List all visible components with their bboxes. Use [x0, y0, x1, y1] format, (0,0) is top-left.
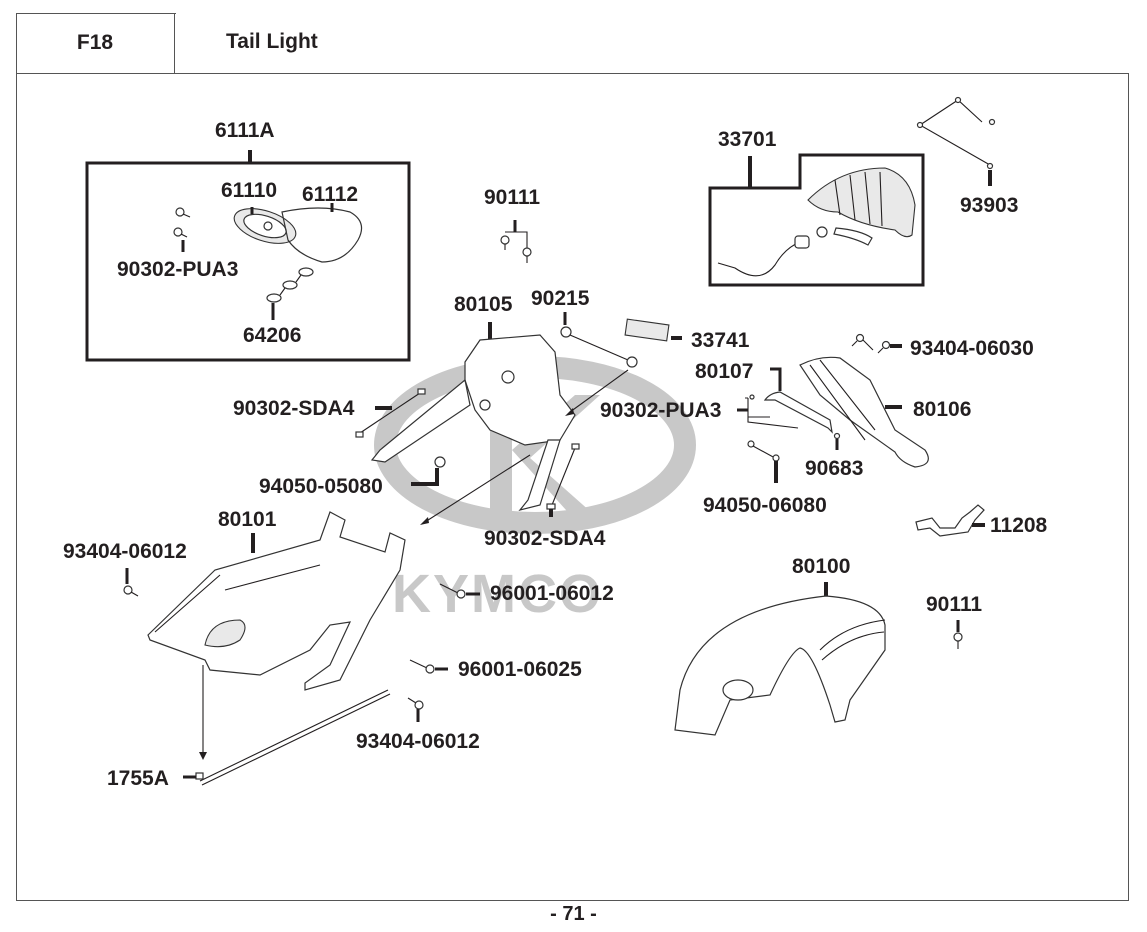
callout-90111: 90111	[926, 593, 982, 616]
callout-90111: 90111	[484, 186, 540, 209]
bracket-hole	[479, 399, 491, 411]
part-93903-wire	[916, 96, 996, 186]
part-socket	[794, 235, 810, 249]
callout-93404-06012: 93404-06012	[63, 540, 187, 563]
part-wire-harness	[717, 241, 801, 277]
plate-hole	[263, 221, 273, 231]
section-code: F18	[16, 13, 175, 73]
callout-6111A: 6111A	[215, 119, 275, 142]
screw-icon	[355, 388, 426, 438]
part-80107-stay	[737, 367, 833, 434]
callout-93404-06030: 93404-06030	[910, 337, 1034, 360]
part-reflector-strip	[833, 227, 873, 246]
screw-icon	[123, 568, 139, 597]
housing-ribs	[834, 171, 883, 227]
nut-icon	[411, 456, 446, 486]
callout-90302-SDA4: 90302-SDA4	[233, 397, 355, 420]
part-33701-housing	[807, 167, 916, 238]
bracket-left-arm	[370, 378, 471, 463]
screw-icon	[407, 697, 424, 722]
callout-96001-06025: 96001-06025	[458, 658, 582, 681]
part-61112-lens	[281, 207, 363, 263]
part-90215-rod	[560, 312, 638, 416]
page-number: - 71 -	[550, 903, 597, 925]
section-title: Tail Light	[226, 30, 318, 53]
washer-icon	[266, 267, 314, 303]
part-80105-bracket	[370, 322, 576, 512]
callout-90215: 90215	[531, 287, 590, 310]
screw-icon	[833, 432, 841, 450]
callout-93404-06012: 93404-06012	[356, 730, 480, 753]
part-33741-reflector	[624, 318, 682, 342]
callout-61110: 61110	[221, 179, 277, 202]
callout-94050-06080: 94050-06080	[703, 494, 827, 517]
bracket-right-arm	[518, 439, 561, 512]
part-bulb	[816, 226, 828, 238]
license-light-assembly-group	[85, 150, 411, 362]
callout-11208: 11208	[990, 514, 1048, 537]
part-80101-inner-fender	[147, 511, 406, 760]
part-80100-rear-fender	[674, 582, 886, 736]
callout-80106: 80106	[913, 398, 971, 421]
header-border-top	[16, 13, 176, 14]
screw-icon	[500, 220, 532, 263]
callout-93903: 93903	[960, 194, 1018, 217]
assembly-box	[708, 153, 925, 287]
callout-1755A: 1755A	[107, 767, 169, 790]
screw-icon	[953, 620, 963, 649]
assembly-arrow	[424, 454, 531, 523]
callout-96001-06012: 96001-06012	[490, 582, 614, 605]
screw-icon	[851, 333, 902, 354]
bracket-hole	[501, 370, 515, 384]
callout-90683: 90683	[805, 457, 863, 480]
callout-90302-PUA3: 90302-PUA3	[600, 399, 721, 422]
callout-33701: 33701	[718, 128, 777, 151]
tail-light-assembly-group	[708, 153, 925, 287]
callout-90302-SDA4: 90302-SDA4	[484, 527, 606, 550]
screw-icon	[173, 207, 191, 238]
callout-80107: 80107	[695, 360, 753, 383]
callout-61112: 61112	[302, 183, 358, 206]
part-11208-stay	[915, 504, 985, 537]
diagram-frame	[16, 73, 1129, 901]
watermark-text: KYMCO	[392, 564, 603, 624]
bolt-icon	[409, 659, 448, 674]
bracket-body	[464, 334, 576, 446]
screw-icon	[546, 443, 580, 517]
callout-33741: 33741	[691, 329, 750, 352]
callout-90302-PUA3: 90302-PUA3	[117, 258, 238, 281]
part-80106-cover	[799, 356, 929, 468]
callout-94050-05080: 94050-05080	[259, 475, 383, 498]
callout-80101: 80101	[218, 508, 277, 531]
part-1755A-rod	[183, 689, 391, 786]
bolt-icon	[439, 583, 480, 599]
callout-80100: 80100	[792, 555, 850, 578]
callout-64206: 64206	[243, 324, 301, 347]
header-border-left	[16, 13, 17, 73]
fender-hole	[722, 679, 754, 701]
callout-80105: 80105	[454, 293, 513, 316]
arrow-head-icon	[420, 517, 429, 525]
part-94050-06080-bolt	[747, 440, 780, 483]
